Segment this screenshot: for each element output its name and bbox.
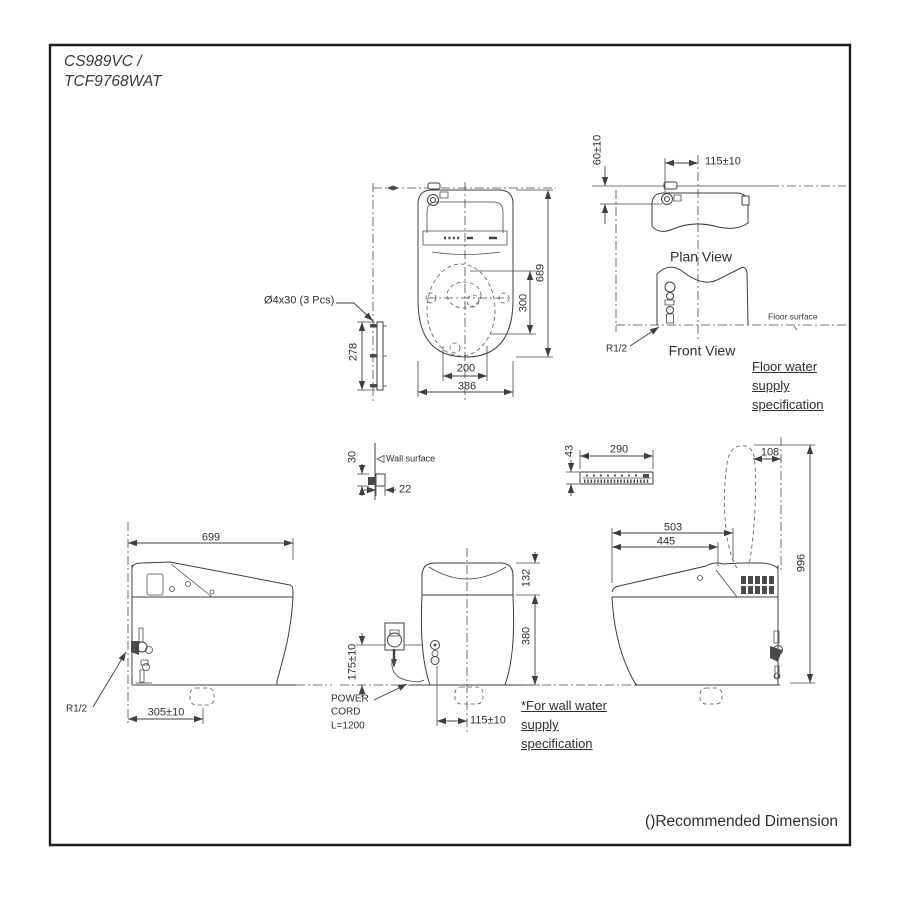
floor-supply-note-line2: supply — [752, 378, 790, 393]
power-cord-line2: CORD — [331, 706, 361, 718]
plan-inlet-fixture — [428, 183, 449, 206]
side-right-valve — [770, 631, 783, 679]
dim-width-386: 386 — [457, 380, 477, 393]
floor-supply-note-line3: specification — [752, 397, 824, 412]
power-outlet — [385, 623, 404, 668]
dim-remote-43: 43 — [563, 444, 576, 458]
front-view-label: Front View — [668, 342, 736, 359]
reference-marker — [387, 185, 399, 191]
power-cord-line1: POWER — [331, 693, 369, 705]
toilet-plan-view — [336, 182, 556, 402]
floor-supply-note-line1: Floor water — [752, 359, 818, 374]
dim-wall-22: 22 — [399, 483, 412, 496]
wall-supply-note-line2: supply — [521, 717, 559, 732]
floor-supply-note: Floor water supply specification — [752, 357, 824, 414]
wall-supply-note-line1: *For wall water — [521, 698, 607, 713]
toilet-front-view — [340, 548, 593, 732]
side-right-vents — [741, 576, 774, 594]
plan-view-label: Plan View — [669, 248, 733, 265]
dim-bracket-278: 278 — [347, 342, 360, 362]
front-valve — [431, 641, 440, 665]
power-cord — [392, 660, 424, 682]
dim-depth-699: 699 — [201, 531, 221, 544]
thread-label-top: R1/2 — [606, 343, 628, 355]
dim-valve-115: 115±10 — [470, 714, 506, 727]
toilet-side-view-left — [93, 522, 332, 724]
floor-supply-views — [592, 155, 846, 346]
dim-open-108: 108 — [760, 446, 780, 459]
dim-lid-445: 445 — [656, 535, 676, 548]
floor-surface-label: Floor surface — [768, 311, 818, 322]
dim-length-689: 689 — [534, 263, 547, 283]
thread-label-bottom: R1/2 — [66, 703, 88, 715]
dim-bowl-length-300: 300 — [517, 293, 530, 313]
dim-wall-offset-60: 60±10 — [591, 134, 604, 166]
dim-remote-290: 290 — [609, 443, 629, 456]
model-number-line2: TCF9768WAT — [64, 73, 162, 90]
fastener-label: Ø4x30 (3 Pcs) — [264, 294, 335, 307]
dim-bowl-width-200: 200 — [456, 362, 476, 375]
dim-body-380: 380 — [520, 626, 533, 646]
sheet-border — [50, 45, 850, 845]
open-lid-outline — [724, 446, 755, 568]
side-left-valve — [131, 628, 153, 683]
dim-wall-30: 30 — [346, 450, 359, 464]
recommended-dimension-note: ()Recommended Dimension — [645, 813, 838, 830]
supply-inlet-fixture — [662, 182, 682, 205]
power-cord-line3: L=1200 — [331, 720, 365, 732]
toilet-side-view-right — [588, 437, 815, 704]
wall-surface-label: Wall surface — [386, 453, 436, 464]
mounting-bracket — [370, 322, 387, 390]
supply-valve-stack — [665, 282, 675, 323]
dim-tank-132: 132 — [520, 568, 533, 588]
dim-supply-305: 305±10 — [147, 706, 185, 719]
wall-supply-note-line3: specification — [521, 736, 593, 751]
dim-outlet-175: 175±10 — [346, 643, 359, 681]
dim-height-996: 996 — [795, 553, 808, 573]
dim-seat-503: 503 — [663, 521, 683, 534]
dim-center-offset-115: 115±10 — [705, 155, 741, 168]
model-number-line1: CS989VC / — [64, 53, 142, 70]
wall-supply-note: *For wall water supply specification — [521, 696, 607, 753]
wall-surface-detail — [357, 443, 396, 500]
remote-control — [566, 450, 653, 496]
